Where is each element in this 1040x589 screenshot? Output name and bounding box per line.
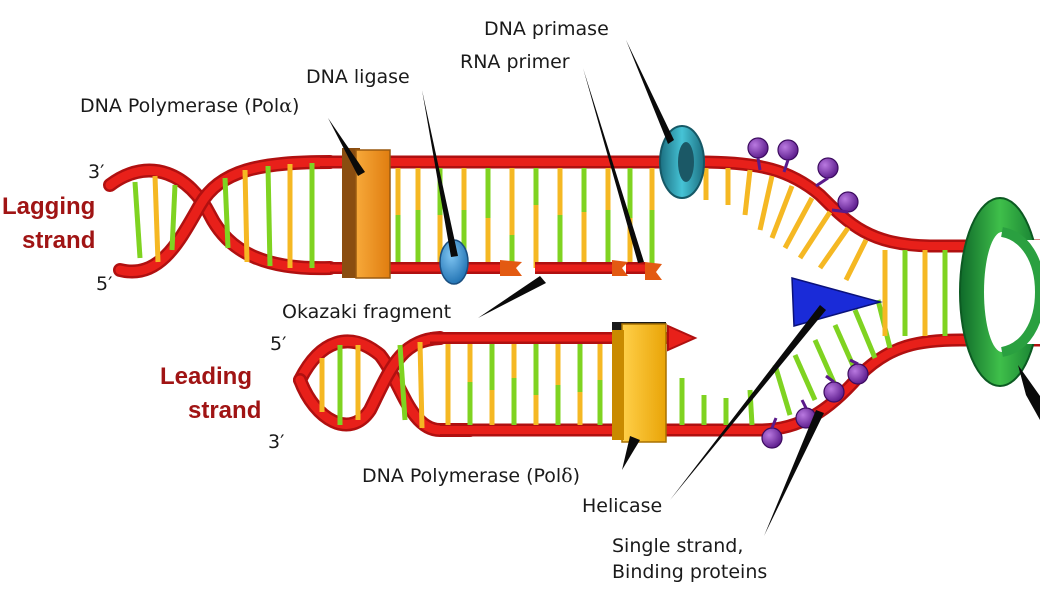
- leading-bases: [445, 299, 893, 426]
- label-rna-primer: RNA primer: [460, 51, 570, 73]
- end-leading-5prime: 5′: [270, 333, 286, 355]
- lagging-helix: [103, 155, 337, 279]
- leading-strand-line1: Leading: [160, 363, 252, 390]
- label-pol-alpha: DNA Polymerase (Polα): [80, 95, 299, 117]
- pol-alpha-suffix: ): [292, 95, 299, 117]
- lagging-strand-line2: strand: [22, 227, 95, 254]
- label-pol-delta: DNA Polymerase (Polδ): [362, 465, 580, 487]
- ssb-proteins: [747, 137, 869, 449]
- label-helicase: Helicase: [582, 495, 662, 517]
- pol-alpha-greek: α: [279, 95, 292, 117]
- dna-primase-ring: [659, 125, 705, 199]
- lagging-bases: [342, 168, 869, 282]
- pol-alpha-block: [342, 148, 391, 279]
- helicase-ring: [959, 197, 1040, 387]
- lagging-parental-strand: [320, 155, 1040, 253]
- leading-parental-strand: [440, 333, 1040, 437]
- pol-alpha-prefix: DNA Polymerase (Pol: [80, 95, 279, 117]
- end-lagging-5prime: 5′: [96, 273, 112, 295]
- lagging-strand-line1: Lagging: [2, 193, 95, 220]
- label-ssb-line1: Single strand,: [612, 535, 743, 557]
- helicase-wedge: [791, 277, 883, 327]
- label-pointers: [328, 40, 1040, 536]
- label-dna-primase: DNA primase: [484, 18, 609, 40]
- rna-primers: [500, 260, 662, 280]
- label-dna-ligase: DNA ligase: [306, 66, 410, 88]
- leading-strand-line2: strand: [188, 397, 261, 424]
- label-ssb-line2: Binding proteins: [612, 561, 767, 583]
- end-lagging-3prime: 3′: [88, 161, 104, 183]
- leading-helix: [293, 331, 477, 437]
- pol-delta-prefix: DNA Polymerase (Pol: [362, 465, 561, 487]
- pol-delta-block: [612, 322, 667, 443]
- pol-delta-suffix: ): [573, 465, 580, 487]
- label-okazaki-fragment: Okazaki fragment: [282, 301, 451, 323]
- pol-delta-greek: δ: [561, 465, 572, 487]
- end-leading-3prime: 3′: [268, 431, 284, 453]
